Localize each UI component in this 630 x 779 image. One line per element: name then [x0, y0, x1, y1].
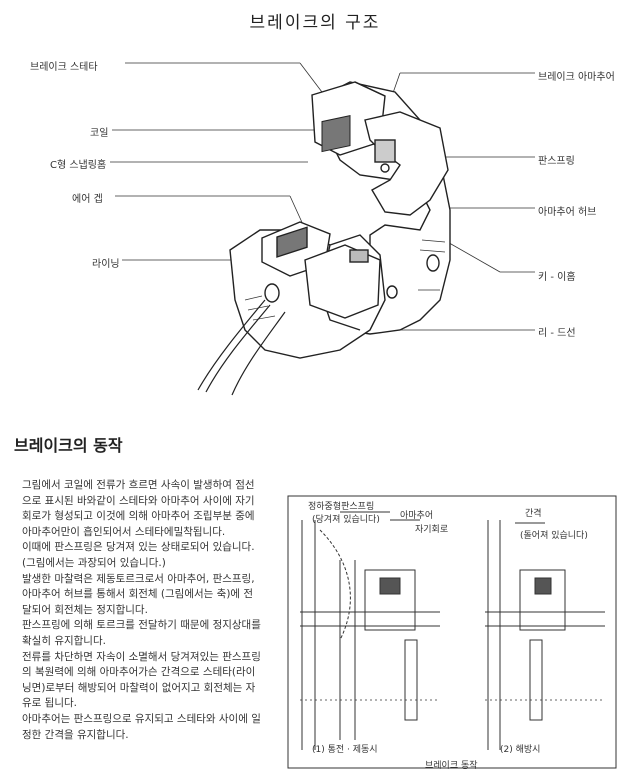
paragraph: 판스프링에 의해 토르크를 전달하기 때문에 정지상대를 확실히 유지합니다. — [22, 619, 261, 647]
label-magnetic-circuit: 자기회로 — [415, 525, 449, 535]
caption-brake-operation: 브레이크 동작 — [425, 761, 478, 771]
label-lining: 라이닝 — [92, 259, 120, 270]
label-key-groove: 키 - 이홈 — [538, 272, 576, 283]
label-armature-hub: 아마추어 허브 — [538, 207, 597, 218]
label-leaf-spring: 판스프링 — [538, 156, 575, 167]
label-gap: 간격 — [525, 509, 542, 519]
page-title: 브레이크의 구조 — [249, 13, 381, 33]
caption-released: (2) 해방시 — [500, 745, 541, 755]
label-fig-armature: 아마추어 — [400, 511, 434, 521]
label-coil: 코일 — [90, 128, 109, 139]
paragraph: 아마추어는 판스프링으로 유지되고 스테타와 사이에 일정한 간격을 유지합니다… — [22, 712, 261, 741]
section-title: 브레이크의 동작 — [14, 436, 123, 455]
label-armature: 브레이크 아마추어 — [538, 72, 615, 83]
paragraph: 이때에 판스프링은 당겨져 있는 상태로되어 있습니다. (그림에서는 과장되어… — [22, 541, 255, 569]
paragraph: 발생한 마찰력은 제동토르크로서 아마추어, 판스프링, 아마추어 허브를 통해… — [22, 572, 255, 616]
description-text: 그림에서 코일에 전류가 흐르면 사속이 발생하여 점선으로 표시된 바와같이 … — [22, 478, 262, 743]
label-c-ring: C형 스냅링홈 — [50, 160, 107, 171]
caption-energized: (1) 통전 · 제동시 — [312, 745, 378, 755]
label-lead-wire: 리 - 드선 — [538, 328, 576, 339]
label-air-gap: 에어 겝 — [72, 194, 103, 205]
label-bent: (돌어져 있습니다) — [520, 531, 588, 541]
label-spring-state: 정하중형판스프링 — [308, 502, 375, 512]
label-pulled: (당겨져 있습니다) — [312, 515, 380, 525]
paragraph: 전류를 차단하면 자속이 소멸해서 당겨져있는 판스프링의 복원력에 의해 아마… — [22, 650, 261, 710]
paragraph: 그림에서 코일에 전류가 흐르면 사속이 발생하여 점선으로 표시된 바와같이 … — [22, 479, 255, 538]
label-stator: 브레이크 스테타 — [30, 62, 98, 73]
